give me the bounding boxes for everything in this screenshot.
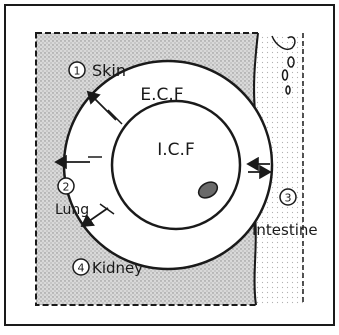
route-kidney-label: Kidney: [92, 259, 143, 277]
route-intestine-label: Intestine: [252, 221, 318, 239]
icf-label: I.C.F: [157, 140, 194, 160]
route-intestine-number: 3: [285, 192, 292, 205]
route-lung-number: 2: [63, 181, 70, 194]
icf-compartment: [112, 101, 240, 229]
route-lung-label: Lung: [55, 202, 89, 218]
route-skin-label: Skin: [92, 61, 126, 80]
route-kidney-number: 4: [78, 262, 85, 275]
ecf-label: E.C.F: [140, 85, 183, 105]
route-skin-number: 1: [74, 65, 81, 78]
route-kidney: 4 Kidney: [73, 259, 143, 277]
